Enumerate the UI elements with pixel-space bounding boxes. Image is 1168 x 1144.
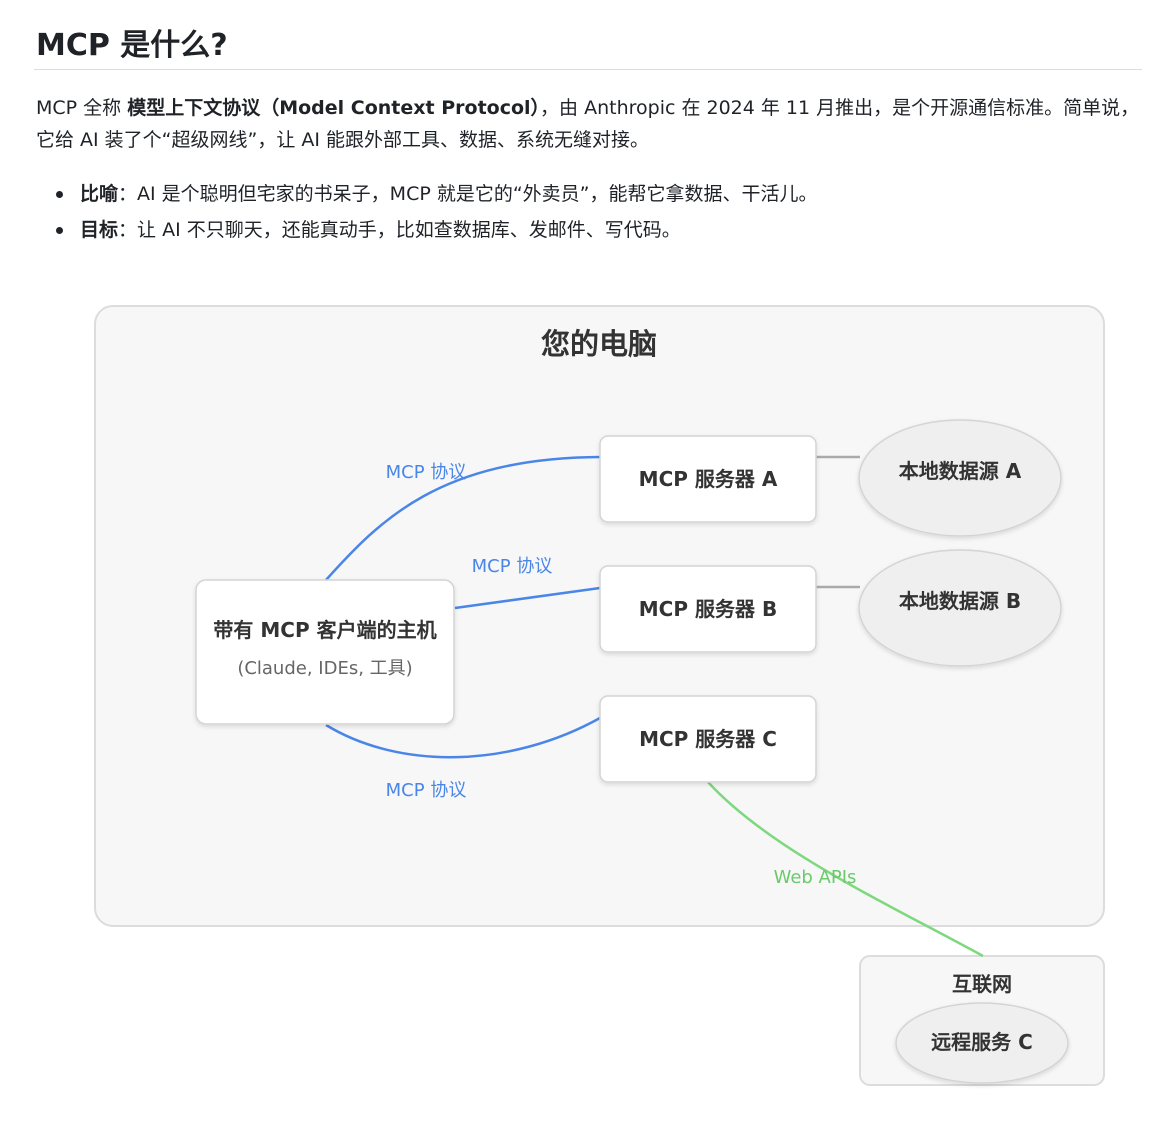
bullet-label: 比喻 [80,183,119,205]
datasource-a-label: 本地数据源 A [899,459,1022,483]
heading-divider [34,69,1142,70]
datasource-b-label: 本地数据源 B [899,589,1021,613]
protocol-label-c: MCP 协议 [386,780,467,801]
server-b-label: MCP 服务器 B [639,597,777,621]
intro-suffix: ，由 Anthropic 在 2024 年 11 月推出，是个开源通信标准。简单… [36,97,1140,151]
host-node [195,579,455,725]
web-api-link [707,781,984,958]
remote-service-node [895,1002,1069,1084]
server-c-node [599,695,817,783]
server-a-node [599,435,817,523]
remote-service-label: 远程服务 C [931,1030,1033,1054]
host-title: 带有 MCP 客户端的主机 [213,618,436,642]
bullet-list: 比喻：AI 是个聪明但宅家的书呆子，MCP 就是它的“外卖员”，能帮它拿数据、干… [36,176,1136,248]
bullet-text: 让 AI 不只聊天，还能真动手，比如查数据库、发邮件、写代码。 [137,219,681,241]
host-subtitle: (Claude, IDEs, 工具) [237,658,412,679]
bullet-label: 目标 [80,219,119,241]
list-item: 目标：让 AI 不只聊天，还能真动手，比如查数据库、发邮件、写代码。 [36,212,1136,248]
bullet-text: AI 是个聪明但宅家的书呆子，MCP 就是它的“外卖员”，能帮它拿数据、干活儿。 [137,183,818,205]
intro-term: 模型上下文协议（Model Context Protocol） [127,97,541,119]
bullet-separator: ： [118,219,138,241]
server-a-label: MCP 服务器 A [639,467,778,491]
computer-title: 您的电脑 [541,327,657,361]
datasource-b-node [858,549,1062,667]
protocol-link-c [325,716,601,759]
server-b-node [599,565,817,653]
server-c-label: MCP 服务器 C [639,727,777,751]
internet-title: 互联网 [952,972,1012,996]
list-item: 比喻：AI 是个聪明但宅家的书呆子，MCP 就是它的“外卖员”，能帮它拿数据、干… [36,176,1136,212]
datasource-a-node [858,419,1062,537]
bullet-separator: ： [118,183,138,205]
protocol-label-a: MCP 协议 [386,462,467,483]
protocol-link-b [454,586,601,610]
protocol-label-b: MCP 协议 [472,556,553,577]
intro-paragraph: MCP 全称 模型上下文协议（Model Context Protocol），由… [36,92,1142,156]
protocol-link-a [325,455,601,581]
intro-prefix: MCP 全称 [36,97,128,119]
page-heading: MCP 是什么? [36,28,228,63]
web-api-label: Web APIs [774,867,857,888]
